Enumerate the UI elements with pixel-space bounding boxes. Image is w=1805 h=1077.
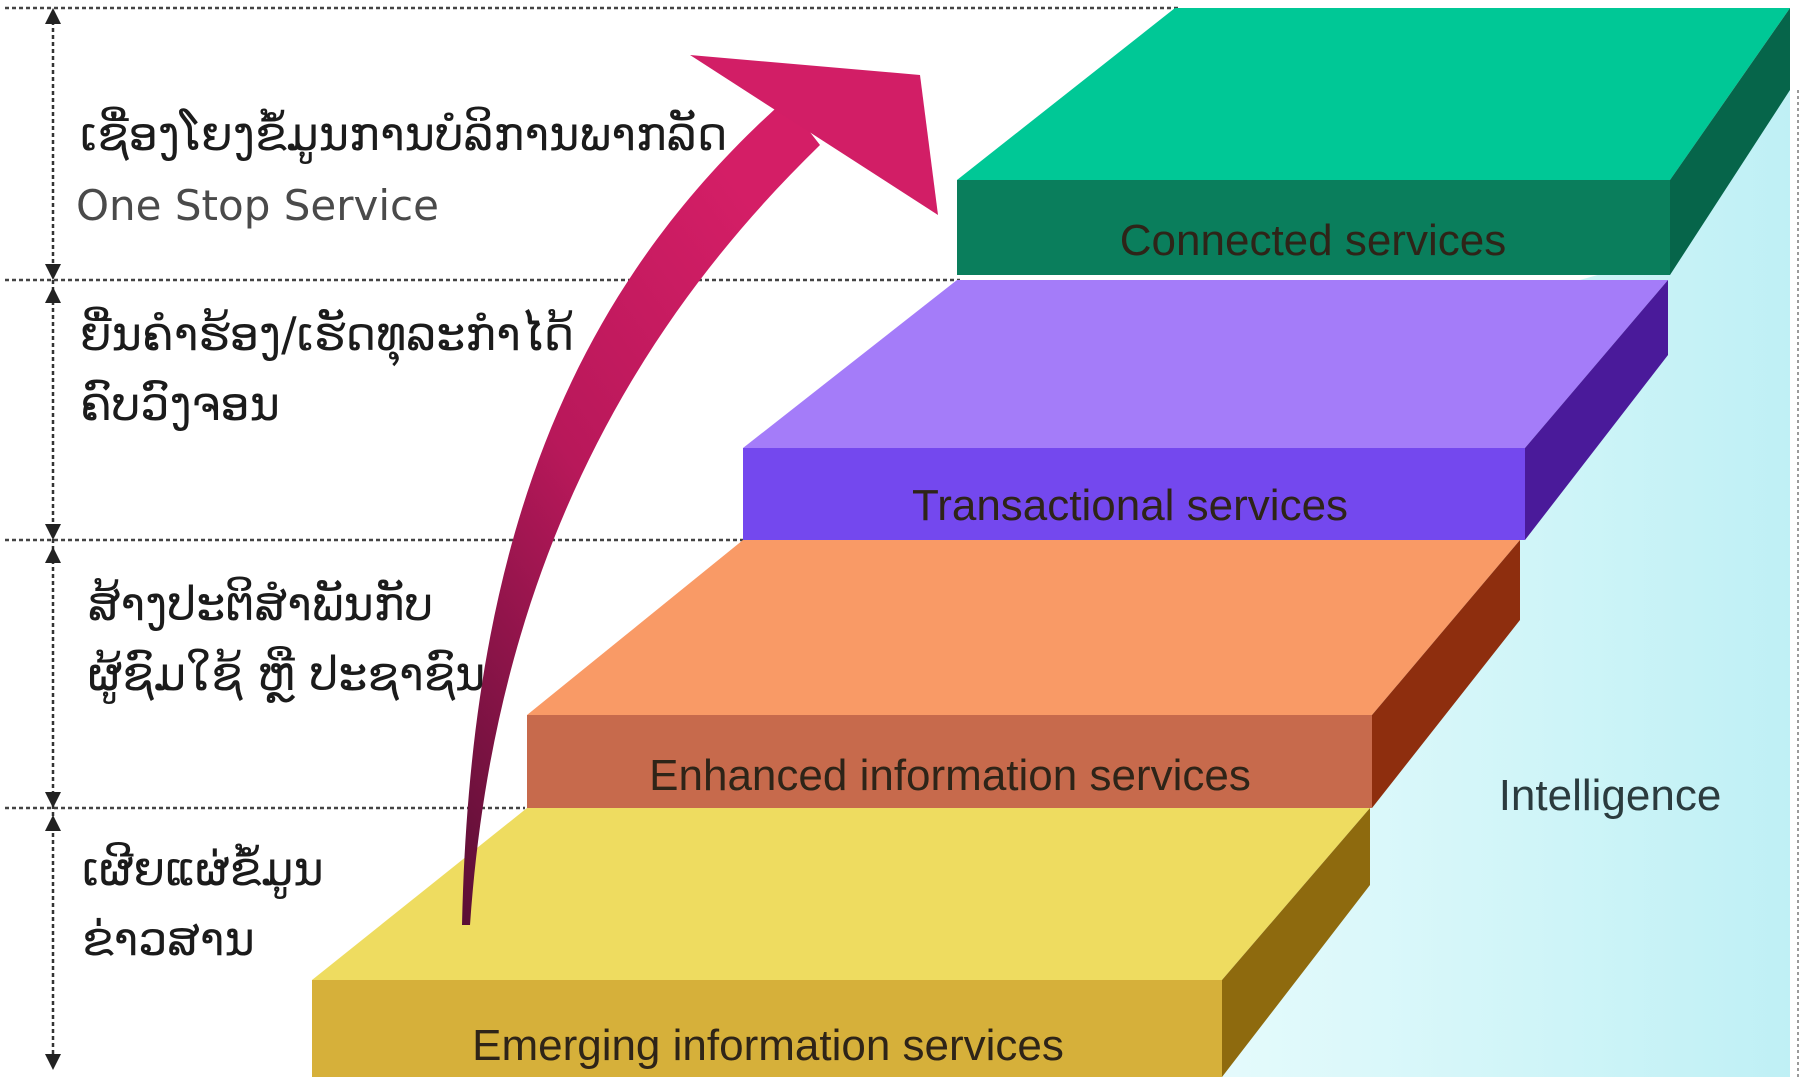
step-enhanced-front: [527, 715, 1372, 808]
step-enhanced: Enhanced information services: [527, 540, 1520, 808]
step-enhanced-side: [1372, 540, 1520, 808]
step-transactional-label: Transactional services: [912, 481, 1348, 530]
step-connected: Connected services: [957, 8, 1790, 275]
step-connected-front: [957, 180, 1670, 275]
stage-transactional-lao-line-1: ຍື່ນຄຳຮ້ອງ/ເຮັດທຸລະກຳໄດ້: [80, 306, 574, 367]
step-transactional-top: [743, 280, 1668, 448]
progression-arrow: [462, 55, 938, 925]
stage-labels: ເຊື່ອງໂຍງຂໍ້ມູນການບໍລິການພາກລັດ One Stop…: [76, 106, 727, 966]
step-transactional-side: [1525, 280, 1668, 540]
step-enhanced-label: Enhanced information services: [649, 751, 1251, 800]
step-emerging-label: Emerging information services: [472, 1021, 1064, 1070]
stage-emerging-lao-line-1: ເຜີຍແຜ່ຂໍ້ມູນ: [82, 842, 324, 899]
stage-transactional-lao-line-2: ຄົບວົງຈອນ: [80, 377, 280, 431]
stage-enhanced-lao-line-1: ສ້າງປະຕິສຳພັນກັບ: [88, 577, 433, 631]
stage-connected-lao-line-1: ເຊື່ອງໂຍງຂໍ້ມູນການບໍລິການພາກລັດ: [80, 106, 727, 164]
step-enhanced-top: [527, 540, 1520, 715]
step-connected-top: [957, 8, 1790, 180]
step-transactional-front: [743, 448, 1525, 540]
step-emerging: Emerging information services: [312, 808, 1370, 1077]
stage-enhanced-lao-line-2: ຜູ້ຊົມໃຊ້ ຫຼື ປະຊາຊົນ: [88, 646, 485, 704]
step-emerging-front: [312, 980, 1222, 1077]
dimension-arrowheads: [45, 8, 61, 1070]
intelligence-label: Intelligence: [1499, 771, 1722, 820]
step-transactional: Transactional services: [743, 280, 1668, 540]
stage-emerging-lao-line-2: ຂ່າວສານ: [82, 912, 255, 966]
step-emerging-side: [1222, 808, 1370, 1077]
arrow-head: [690, 55, 938, 215]
step-connected-label: Connected services: [1120, 216, 1506, 265]
arrow-shaft: [462, 100, 820, 925]
step-connected-side: [1670, 8, 1790, 275]
step-emerging-top: [312, 808, 1370, 980]
stage-connected-subtitle: One Stop Service: [76, 181, 439, 230]
guide-lines: [5, 6, 1180, 810]
